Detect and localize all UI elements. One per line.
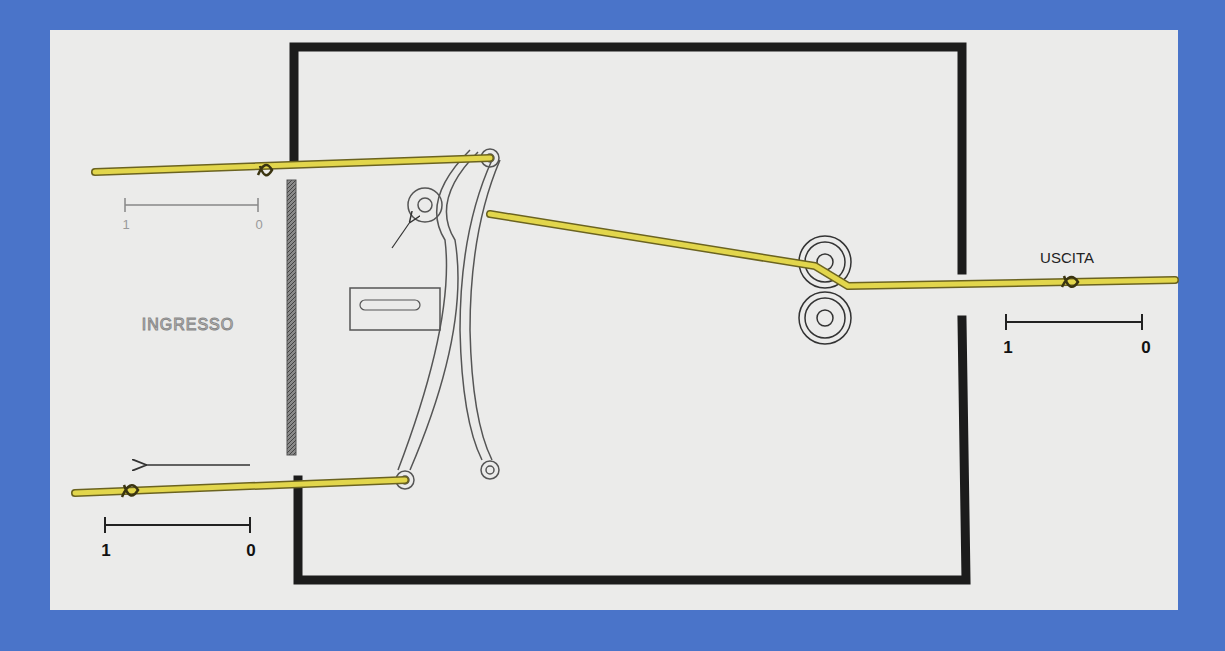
- scale-number: 1: [101, 542, 110, 559]
- scale-number: 0: [255, 218, 262, 231]
- area-label: USCITA: [1040, 250, 1094, 265]
- scale-number: 1: [122, 218, 129, 231]
- area-label: INGRESSO: [142, 317, 234, 333]
- scale-number: 0: [246, 542, 255, 559]
- scale-number: 0: [1141, 339, 1150, 356]
- scale-number: 1: [1003, 339, 1012, 356]
